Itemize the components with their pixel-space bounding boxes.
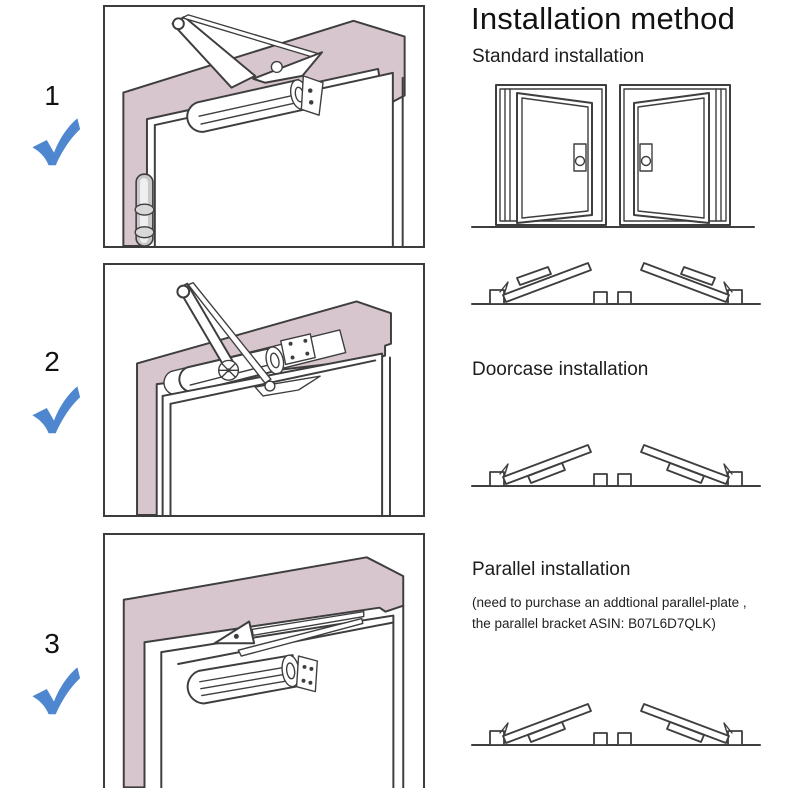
step-number-2: 2: [44, 346, 60, 377]
standard-doors-front-view-diagram: [471, 84, 755, 228]
check-icon: [32, 667, 81, 715]
step-number-3: 3: [44, 628, 60, 659]
doorcase-installation-drawing: [136, 282, 392, 515]
step-panel-1: [103, 5, 425, 248]
standard-top-view-diagram: [471, 262, 761, 305]
parallel-note-line-2: the parallel bracket ASIN: B07L6D7QLK): [472, 616, 716, 631]
step-panel-2: [103, 263, 425, 517]
parallel-installation-drawing: [122, 556, 405, 788]
step-number-1: 1: [44, 80, 60, 111]
door-frame: [122, 556, 405, 788]
section-label-doorcase: Doorcase installation: [472, 359, 649, 380]
door-closer-arm: [171, 14, 324, 89]
parallel-top-view-diagram: [471, 703, 761, 746]
door-closer-body: [186, 654, 319, 705]
check-icon: [32, 118, 81, 166]
door-closer-body: [186, 75, 324, 133]
section-label-parallel: Parallel installation: [472, 559, 631, 580]
standard-installation-drawing: [122, 14, 406, 246]
check-icon: [32, 386, 81, 434]
parallel-note-line-1: (need to purchase an addtional parallel-…: [472, 595, 747, 610]
doorcase-top-view-diagram: [471, 444, 761, 487]
step-panel-3: [103, 533, 425, 788]
section-label-standard: Standard installation: [472, 46, 645, 67]
door-hinge: [134, 173, 155, 246]
door-closer-arm: [176, 282, 321, 397]
door-closer-arm: [213, 610, 365, 657]
page-title: Installation method: [471, 1, 736, 36]
